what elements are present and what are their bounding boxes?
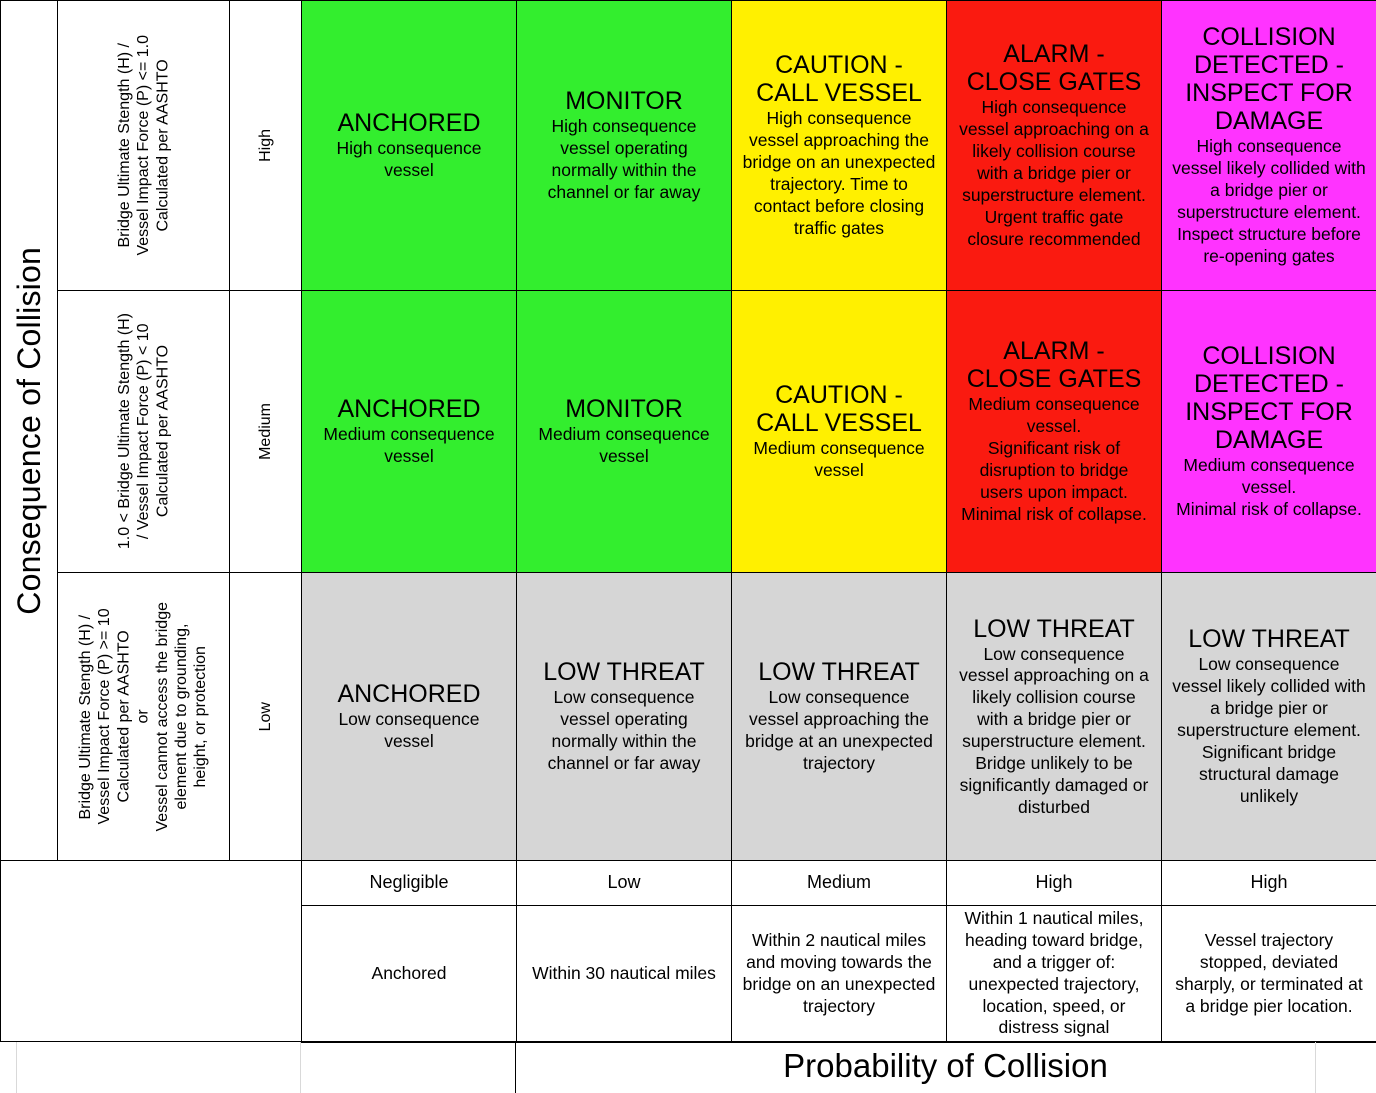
matrix-cell-body: High consequence vessel operating normal… <box>547 116 701 202</box>
matrix-cell-low-collision: LOW THREAT Low consequence vessel likely… <box>1161 572 1376 861</box>
consequence-level-low: Low <box>229 572 302 861</box>
probability-label-row: Negligible Low Medium High High <box>0 859 1376 1043</box>
matrix-cell-body: Low consequence vessel approaching on a … <box>959 643 1149 817</box>
matrix-cell-medium-medium: CAUTION - CALL VESSEL Medium consequence… <box>731 290 947 573</box>
probability-description-high-collision: Vessel trajectory stopped, deviated shar… <box>1161 904 1376 1043</box>
probability-description-negligible: Anchored <box>301 904 517 1043</box>
matrix-cell-body: Medium consequence vessel <box>753 438 925 480</box>
footer-gridline <box>515 1042 516 1093</box>
matrix-row-high: Consequence of Collision Bridge Ultimate… <box>0 0 1376 861</box>
consequence-level-medium-label: Medium <box>256 403 274 460</box>
matrix-cell-high-high: ALARM - CLOSE GATES High consequence ves… <box>946 0 1162 291</box>
matrix-cell-low-negligible: ANCHORED Low consequence vessel <box>301 572 517 861</box>
consequence-criteria-high-label: Bridge Ultimate Stength (H) / Vessel Imp… <box>115 35 172 256</box>
y-axis-title: Consequence of Collision <box>0 0 58 861</box>
x-axis-title-label: Probability of Collision <box>783 1047 1108 1085</box>
matrix-cell-heading: COLLISION DETECTED - INSPECT FOR DAMAGE <box>1185 342 1353 455</box>
matrix-cell-high-negligible: ANCHORED High consequence vessel <box>301 0 517 291</box>
bottom-left-blank <box>0 859 302 1043</box>
matrix-cell-body: Low consequence vessel approaching the b… <box>745 687 933 773</box>
risk-matrix-table: Consequence of Collision Bridge Ultimate… <box>0 0 1376 1043</box>
matrix-cell-heading: MONITOR <box>565 395 683 424</box>
probability-description-low: Within 30 nautical miles <box>516 904 732 1043</box>
footer-gridline <box>16 1042 17 1093</box>
matrix-cell-medium-low: MONITOR Medium consequence vessel <box>516 290 732 573</box>
matrix-cell-low-low: LOW THREAT Low consequence vessel operat… <box>516 572 732 861</box>
matrix-cell-body: Medium consequence vessel. Significant r… <box>961 394 1147 524</box>
footer-gridline <box>300 1042 301 1093</box>
matrix-cell-heading: LOW THREAT <box>973 614 1135 643</box>
matrix-cell-heading: ANCHORED <box>337 109 481 138</box>
matrix-cell-medium-collision: COLLISION DETECTED - INSPECT FOR DAMAGE … <box>1161 290 1376 573</box>
consequence-criteria-low-label: Bridge Ultimate Stength (H) / Vessel Imp… <box>77 601 210 832</box>
consequence-criteria-low: Bridge Ultimate Stength (H) / Vessel Imp… <box>57 572 230 861</box>
probability-description-high: Within 1 nautical miles, heading toward … <box>946 904 1162 1043</box>
matrix-cell-heading: ALARM - CLOSE GATES <box>966 337 1142 394</box>
matrix-cell-body: Medium consequence vessel. Minimal risk … <box>1176 455 1362 519</box>
matrix-cell-medium-high: ALARM - CLOSE GATES Medium consequence v… <box>946 290 1162 573</box>
consequence-level-high-label: High <box>256 129 274 162</box>
footer-gridline <box>1315 1042 1316 1093</box>
matrix-cell-body: High consequence vessel <box>336 138 482 180</box>
matrix-cell-body: Low consequence vessel likely collided w… <box>1172 654 1366 806</box>
consequence-level-low-label: Low <box>256 701 274 732</box>
matrix-cell-heading: ANCHORED <box>337 395 481 424</box>
matrix-cell-heading: LOW THREAT <box>758 658 920 687</box>
matrix-row-medium: 1.0 < Bridge Ultimate Stength (H) / Vess… <box>1 290 1376 573</box>
matrix-cell-body: Low consequence vessel operating normall… <box>547 687 701 773</box>
probability-label-high-collision: High <box>1161 860 1376 906</box>
matrix-cell-heading: CAUTION - CALL VESSEL <box>756 381 922 438</box>
probability-label-high: High <box>946 860 1162 906</box>
matrix-cell-high-low: MONITOR High consequence vessel operatin… <box>516 0 732 291</box>
consequence-criteria-high: Bridge Ultimate Stength (H) / Vessel Imp… <box>57 0 230 291</box>
matrix-cell-heading: LOW THREAT <box>1188 625 1350 654</box>
matrix-cell-high-collision: COLLISION DETECTED - INSPECT FOR DAMAGE … <box>1161 0 1376 291</box>
matrix-cell-body: High consequence vessel approaching on a… <box>959 97 1149 249</box>
probability-description-medium: Within 2 nautical miles and moving towar… <box>731 904 947 1043</box>
matrix-cell-medium-negligible: ANCHORED Medium consequence vessel <box>301 290 517 573</box>
matrix-cell-low-high: LOW THREAT Low consequence vessel approa… <box>946 572 1162 861</box>
matrix-cell-high-medium: CAUTION - CALL VESSEL High consequence v… <box>731 0 947 291</box>
matrix-cell-low-medium: LOW THREAT Low consequence vessel approa… <box>731 572 947 861</box>
matrix-cell-body: Medium consequence vessel <box>323 424 495 466</box>
footer-top-rule <box>300 1042 1376 1044</box>
consequence-criteria-medium-label: 1.0 < Bridge Ultimate Stength (H) / Vess… <box>115 313 172 550</box>
matrix-cell-heading: MONITOR <box>565 87 683 116</box>
matrix-cell-body: High consequence vessel likely collided … <box>1172 136 1366 266</box>
y-axis-title-label: Consequence of Collision <box>10 246 47 615</box>
matrix-cell-body: Low consequence vessel <box>338 709 480 751</box>
probability-description-row: Anchored Within 30 nautical miles Within… <box>1 904 1376 1043</box>
consequence-level-high: High <box>229 0 302 291</box>
probability-label-negligible: Negligible <box>301 860 517 906</box>
probability-label-low: Low <box>516 860 732 906</box>
matrix-cell-body: High consequence vessel approaching the … <box>742 108 936 238</box>
matrix-cell-heading: ANCHORED <box>337 680 481 709</box>
matrix-cell-heading: ALARM - CLOSE GATES <box>966 40 1142 97</box>
matrix-cell-heading: CAUTION - CALL VESSEL <box>756 51 922 108</box>
consequence-level-medium: Medium <box>229 290 302 573</box>
matrix-cell-body: Medium consequence vessel <box>538 424 710 466</box>
probability-label-medium: Medium <box>731 860 947 906</box>
x-axis-title-band: Probability of Collision <box>0 1042 1376 1093</box>
matrix-row-low: Bridge Ultimate Stength (H) / Vessel Imp… <box>1 572 1376 861</box>
matrix-cell-heading: COLLISION DETECTED - INSPECT FOR DAMAGE <box>1185 23 1353 136</box>
consequence-criteria-medium: 1.0 < Bridge Ultimate Stength (H) / Vess… <box>57 290 230 573</box>
matrix-cell-heading: LOW THREAT <box>543 658 705 687</box>
